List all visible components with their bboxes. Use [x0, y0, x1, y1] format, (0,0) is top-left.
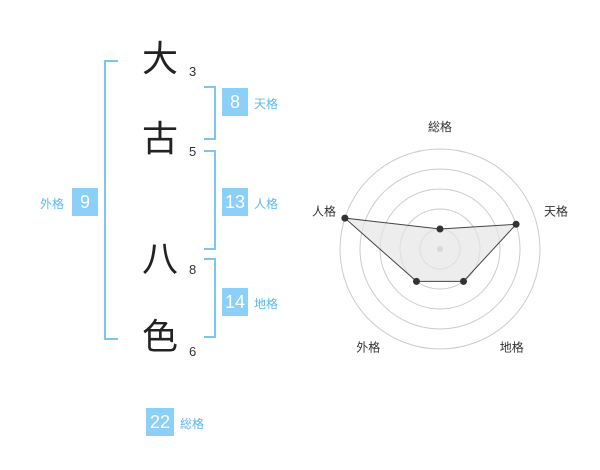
name-char-1: 大 — [141, 39, 178, 80]
jinkaku-label: 人格 — [254, 197, 279, 211]
radar-shape — [341, 214, 520, 285]
radar-axis-label-1: 天格 — [544, 203, 568, 218]
radar-axis-label-3: 外格 — [356, 340, 380, 355]
chikaku-bracket — [204, 258, 216, 338]
stroke-count-1: 3 — [189, 64, 197, 79]
radar-point-3 — [412, 277, 420, 285]
radar-polygon — [343, 217, 518, 282]
stroke-count-3: 8 — [189, 262, 197, 277]
radar-ring-5 — [339, 148, 541, 350]
radar-point-1 — [512, 220, 520, 228]
radar-point-4 — [341, 214, 349, 222]
radar-point-0 — [436, 225, 444, 233]
gaikaku-score: 9 — [72, 188, 98, 216]
soukaku-score: 22 — [146, 408, 174, 436]
radar-axis-label-0: 総格 — [428, 119, 452, 134]
stroke-count-2: 5 — [189, 144, 197, 159]
tenkaku-bracket — [204, 86, 216, 140]
radar-point-2 — [460, 277, 468, 285]
jinkaku-bracket — [204, 150, 216, 250]
gaikaku-label: 外格 — [40, 197, 65, 211]
radar-axis-label-4: 人格 — [312, 203, 336, 218]
tenkaku-label: 天格 — [254, 97, 279, 111]
radar-ring-4 — [359, 168, 521, 330]
radar-axis-label-2: 地格 — [500, 340, 524, 355]
name-char-2: 古 — [141, 119, 178, 160]
gaikaku-bracket — [104, 60, 118, 340]
chikaku-score: 14 — [222, 288, 248, 316]
chikaku-label: 地格 — [254, 297, 279, 311]
stroke-count-4: 6 — [189, 344, 197, 359]
name-char-3: 八 — [141, 239, 178, 280]
tenkaku-score: 8 — [222, 88, 248, 116]
name-char-4: 色 — [141, 317, 178, 358]
soukaku-label: 総格 — [180, 417, 205, 431]
jinkaku-score: 13 — [222, 188, 248, 216]
